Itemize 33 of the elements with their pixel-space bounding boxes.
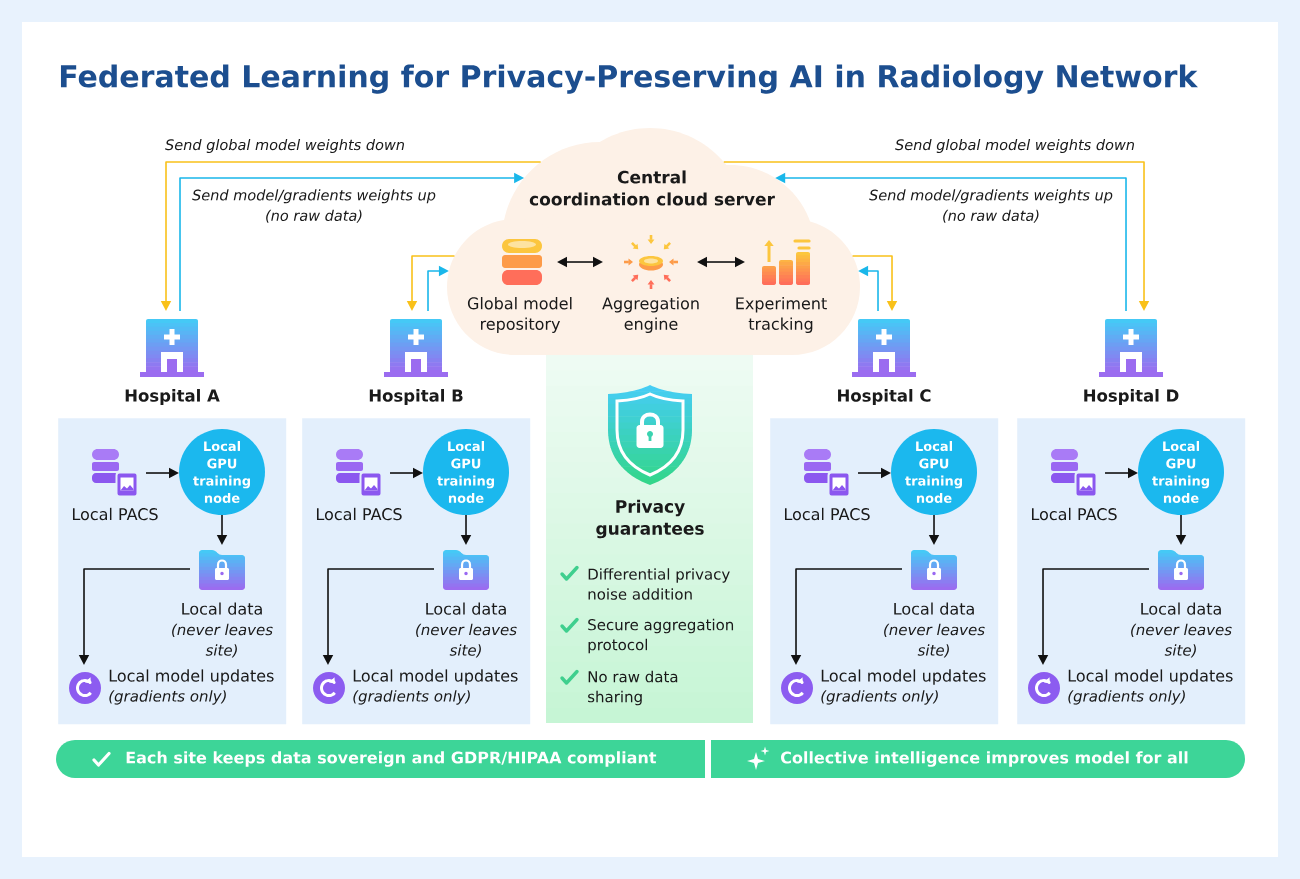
- arrow: [722, 161, 1150, 311]
- edge-label: Send global model weights down: [165, 139, 404, 153]
- arrow: [851, 255, 898, 311]
- banner: Each site keeps data sovereign and GDPR/HIPAA compliant: [56, 740, 705, 778]
- item-label: Local model updates (gradients only): [821, 669, 986, 705]
- edge-label: Send global model weights down: [895, 139, 1134, 153]
- item-label: Local PACS: [785, 507, 870, 521]
- list-item: Secure aggregation protocol: [588, 618, 734, 654]
- item-label: Local model updates (gradients only): [1068, 669, 1233, 705]
- item-label: Local model updates (gradients only): [353, 669, 518, 705]
- edge-label: Send model/gradients weights up (no raw data): [192, 189, 436, 223]
- cloud-heading: Central coordination cloud server: [529, 170, 775, 206]
- hospital-label: Hospital D: [1084, 389, 1179, 405]
- item-label: Local data (never leaves site): [172, 602, 273, 658]
- item-label: Local PACS: [1032, 507, 1117, 521]
- hospital-label: Hospital B: [369, 389, 463, 405]
- list-item: No raw data sharing: [588, 670, 678, 706]
- item-label: Local data (never leaves site): [1131, 602, 1232, 658]
- item-label: Local model updates (gradients only): [109, 669, 274, 705]
- title: Federated Learning for Privacy-Preserving AI in Radiology Network: [60, 64, 1198, 94]
- hospital-label: Hospital A: [125, 389, 220, 405]
- item-label: Local PACS: [73, 507, 158, 521]
- item-label: Global model repository: [467, 297, 572, 333]
- item-label: Aggregation engine: [602, 297, 699, 333]
- panel-heading: Privacy guarantees: [596, 499, 704, 539]
- item-label: Local PACS: [317, 507, 402, 521]
- hospital-label: Hospital C: [838, 389, 931, 405]
- edge-label: Send model/gradients weights up (no raw data): [869, 189, 1113, 223]
- list-item: Differential privacy noise addition: [588, 568, 730, 600]
- banner: Collective intelligence improves model for all: [711, 740, 1245, 778]
- item-label: Local data (never leaves site): [416, 602, 517, 658]
- item-label: Experiment tracking: [736, 297, 827, 333]
- item-label: Local data (never leaves site): [884, 602, 985, 658]
